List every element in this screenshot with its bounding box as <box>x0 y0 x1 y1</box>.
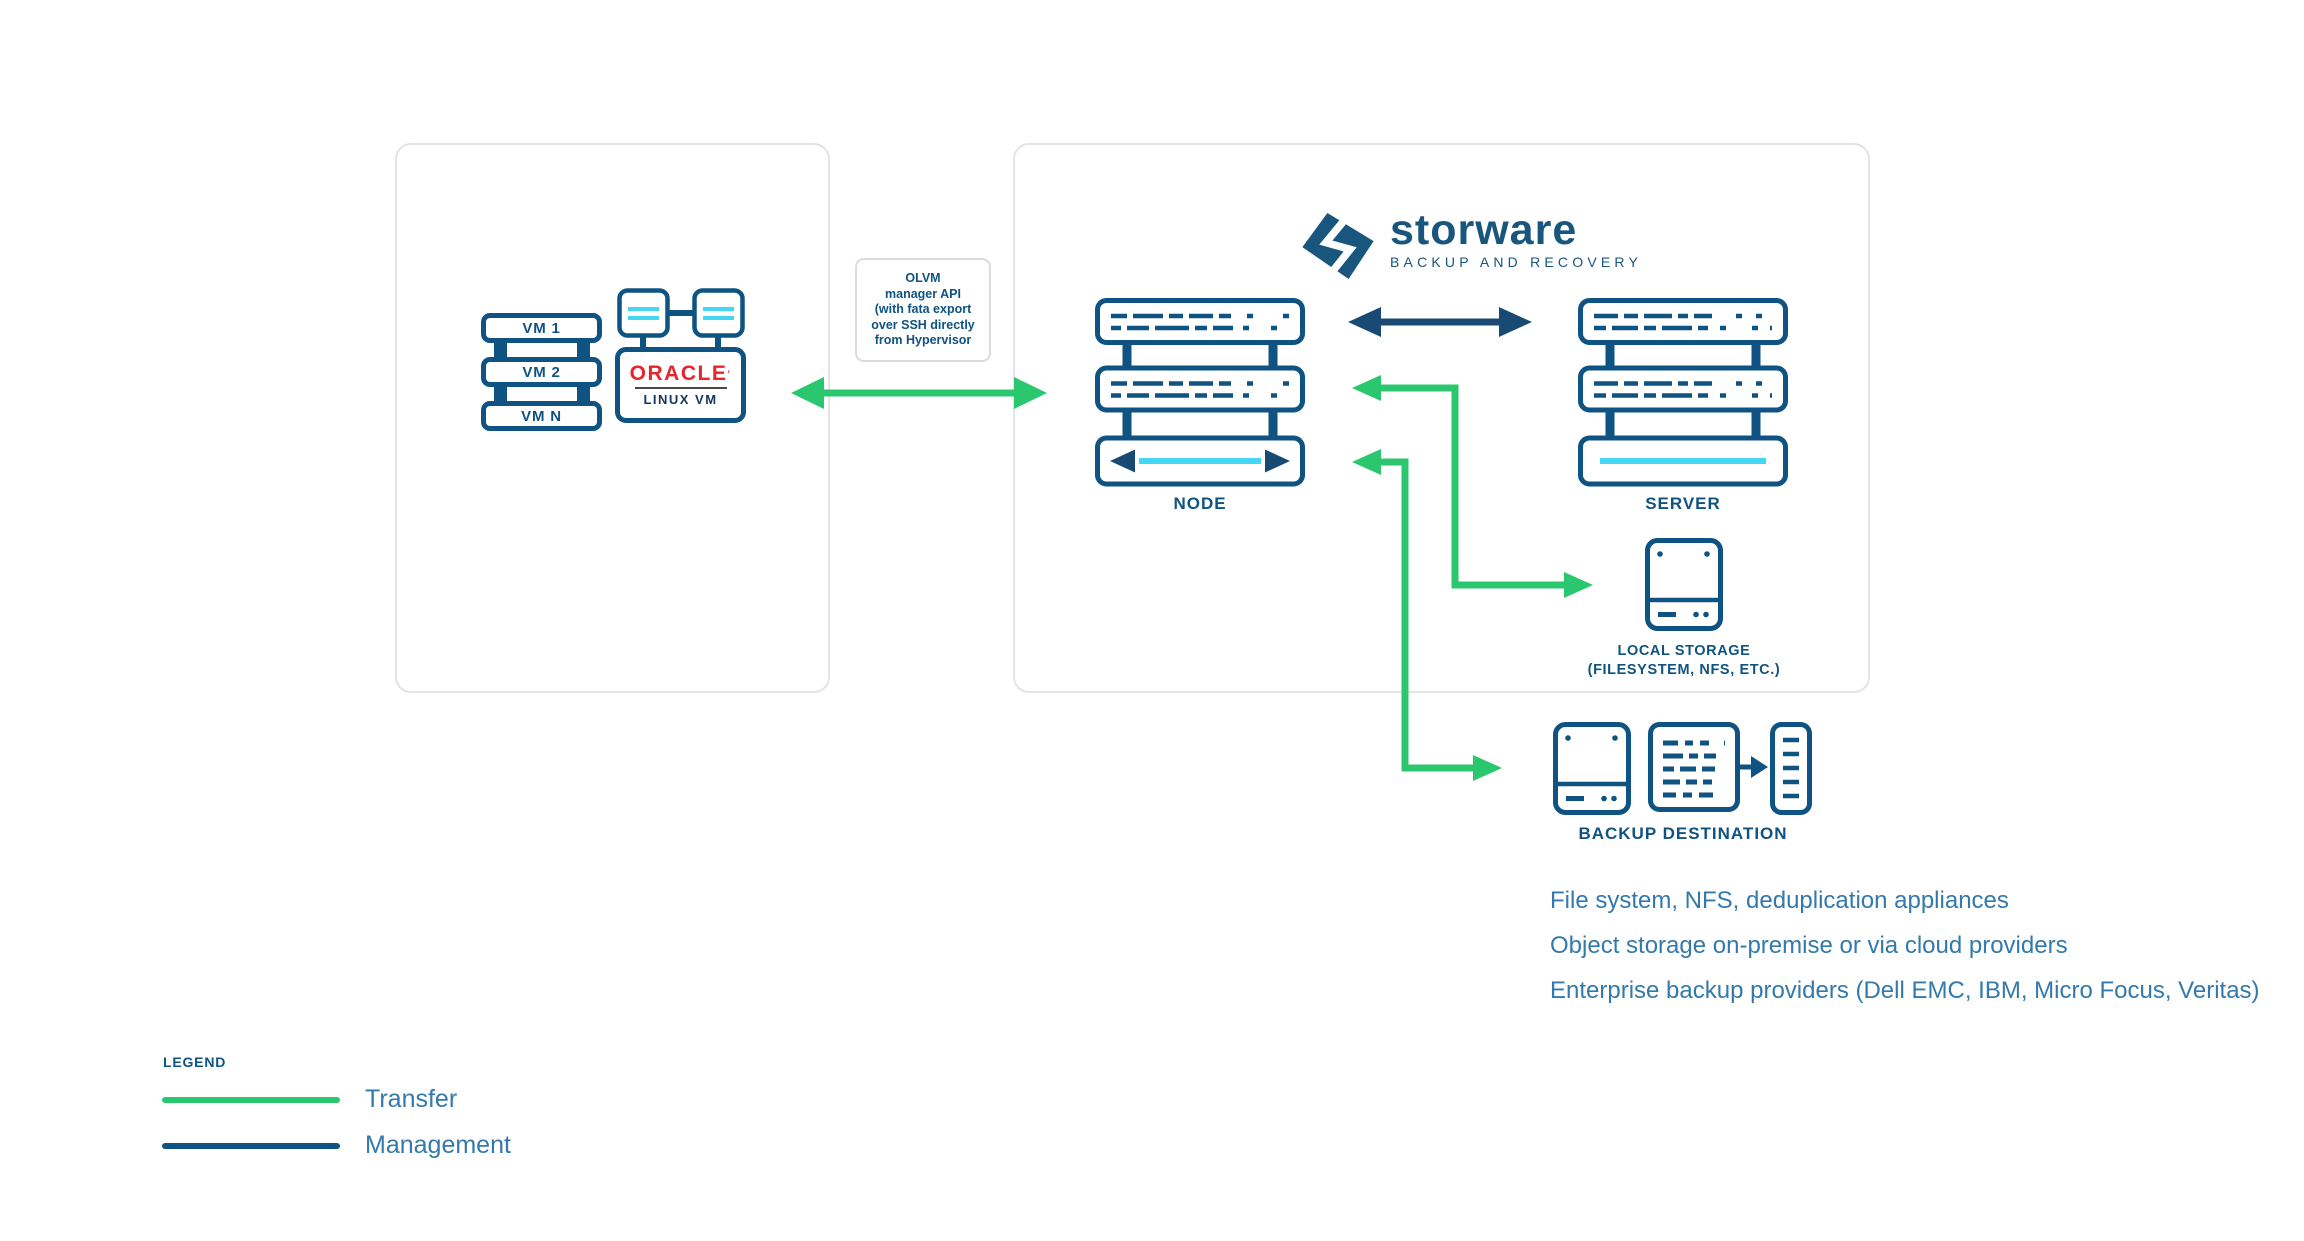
local-storage-disk-icon <box>1645 538 1723 631</box>
host-connector <box>640 332 646 350</box>
olvm-note-line: manager API <box>885 286 961 301</box>
storware-wordmark-block: storware BACKUP AND RECOVERY <box>1390 206 1643 271</box>
storware-diamond-icon <box>1300 210 1376 282</box>
source-environment-panel <box>395 143 830 693</box>
oracle-divider <box>634 387 727 389</box>
legend-transfer-label: Transfer <box>365 1085 458 1113</box>
legend-management-line <box>162 1143 340 1149</box>
oracle-linux-vm-box: ORACLE’ LINUX VM <box>615 347 746 423</box>
vm-host-icon <box>692 288 745 338</box>
backup-destination-descriptions: File system, NFS, deduplication applianc… <box>1550 878 2260 1013</box>
tape-column-icon <box>1770 722 1812 815</box>
vm-box-n: VM N <box>481 401 602 431</box>
host-connector <box>715 332 721 350</box>
local-storage-label: LOCAL STORAGE (FILESYSTEM, NFS, ETC.) <box>1544 642 1824 680</box>
small-right-arrow-icon <box>1738 752 1770 782</box>
olvm-note-line: OLVM <box>905 271 941 286</box>
file-grid-icon <box>1648 722 1740 812</box>
oracle-brand-text: ORACLE <box>629 362 728 385</box>
host-connector <box>666 310 696 316</box>
olvm-note-line: from Hypervisor <box>874 333 972 348</box>
vm-box-2: VM 2 <box>481 357 602 387</box>
description-line-2: Object storage on-premise or via cloud p… <box>1550 932 2068 959</box>
backup-destination-label: BACKUP DESTINATION <box>1578 824 1788 843</box>
vm-box-1: VM 1 <box>481 313 602 343</box>
legend-transfer-line <box>162 1097 340 1103</box>
olvm-api-note: OLVM manager API (with fata export over … <box>855 258 991 362</box>
storware-logo: storware BACKUP AND RECOVERY <box>1300 206 1643 282</box>
vm-2-label: VM 2 <box>522 363 561 381</box>
olvm-note-line: over SSH directly <box>871 317 975 332</box>
oracle-logo: ORACLE’ <box>630 363 732 385</box>
server-label: SERVER <box>1645 494 1721 513</box>
legend-management-label: Management <box>365 1131 511 1159</box>
legend-title: LEGEND <box>163 1054 227 1070</box>
backup-disk-icon <box>1553 722 1631 815</box>
storware-wordmark: storware <box>1390 206 1578 254</box>
vm-1-label: VM 1 <box>522 319 561 337</box>
server-rack-icon <box>1578 298 1788 488</box>
node-rack-icon <box>1095 298 1305 488</box>
local-storage-label-line2: (FILESYSTEM, NFS, ETC.) <box>1587 662 1781 678</box>
oracle-sub-label: LINUX VM <box>643 392 718 407</box>
oracle-reg-mark: ’ <box>727 369 732 379</box>
vm-n-label: VM N <box>521 407 562 425</box>
node-label: NODE <box>1173 494 1227 513</box>
olvm-note-line: (with fata export <box>874 302 972 317</box>
vm-host-icon <box>617 288 670 338</box>
local-storage-label-line1: LOCAL STORAGE <box>1617 643 1751 659</box>
description-line-3: Enterprise backup providers (Dell EMC, I… <box>1550 977 2260 1004</box>
description-line-1: File system, NFS, deduplication applianc… <box>1550 887 2009 914</box>
storware-tagline: BACKUP AND RECOVERY <box>1390 254 1643 270</box>
